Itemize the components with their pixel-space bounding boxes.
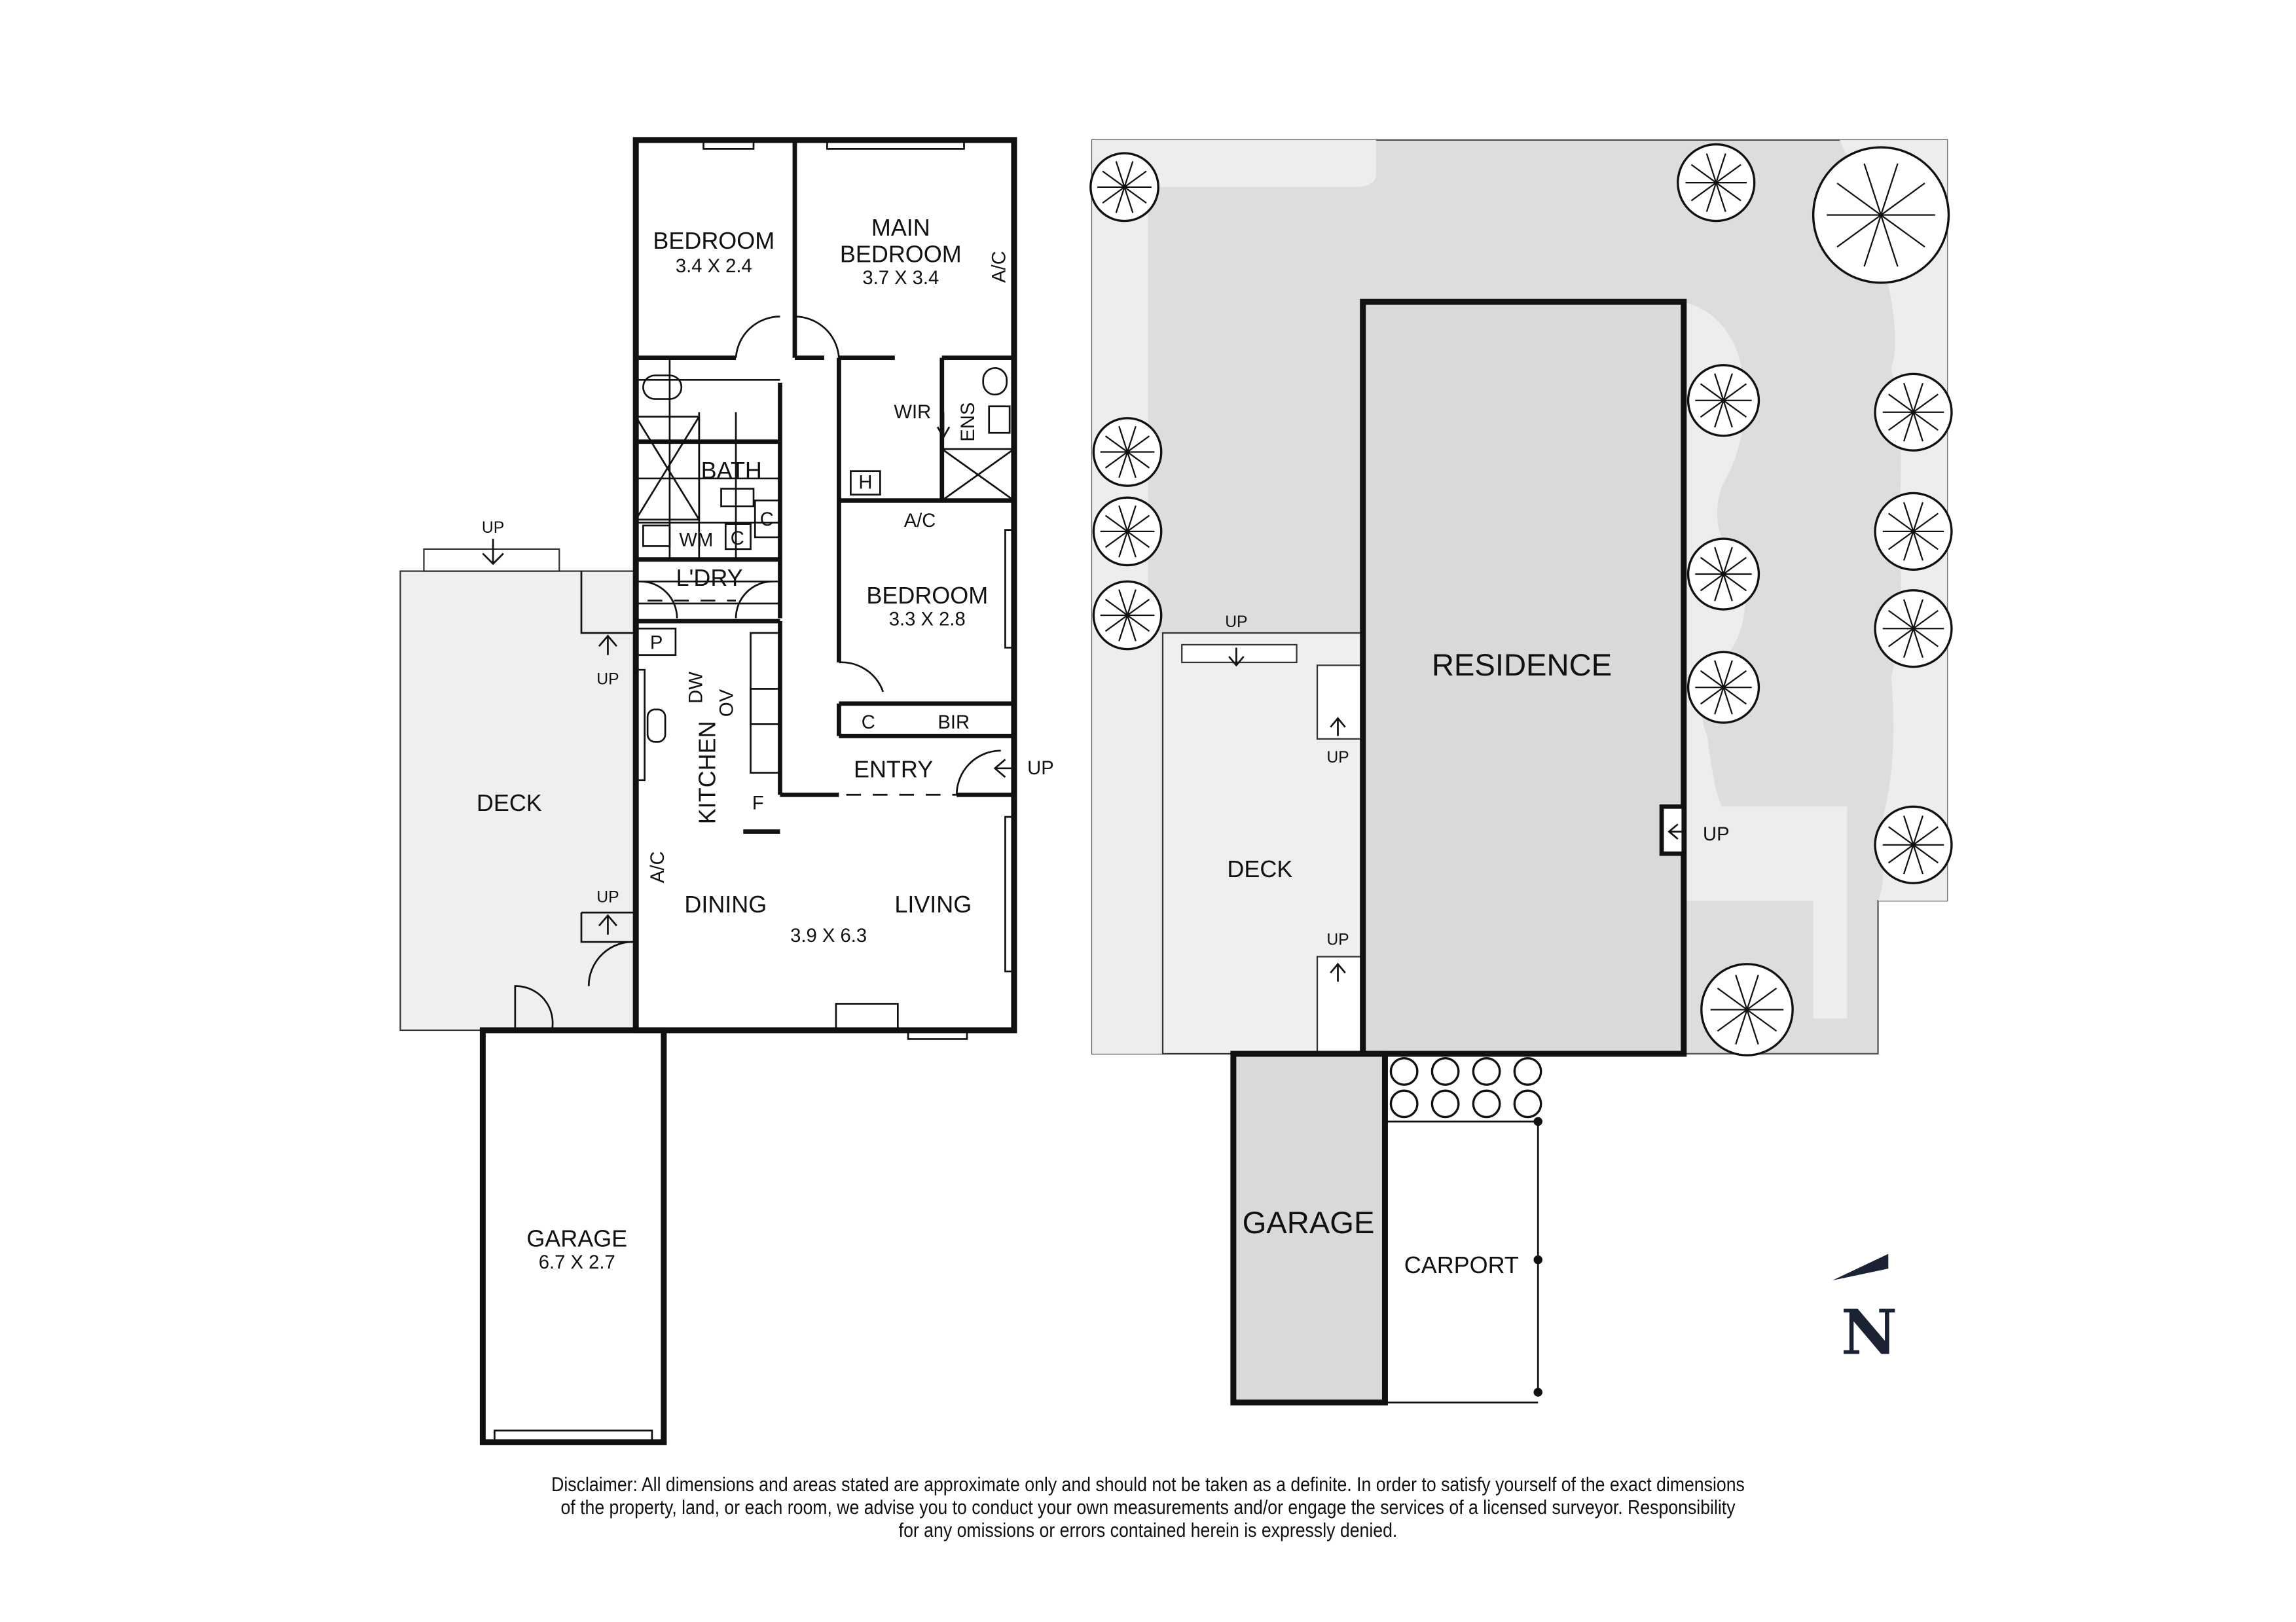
- shrub-icon: [1430, 1089, 1460, 1119]
- tree-icon: [1874, 492, 1953, 571]
- shrub-icon: [1472, 1056, 1501, 1086]
- tree-icon: [1812, 146, 1950, 284]
- bir-label: BIR: [938, 712, 970, 733]
- living-label: LIVING: [894, 891, 972, 918]
- tree-icon: [1874, 372, 1953, 452]
- site-garage: [1230, 1051, 1388, 1406]
- north-arrow-icon: [1832, 1253, 1889, 1281]
- tree-icon: [1092, 496, 1163, 567]
- tree-icon: [1677, 143, 1756, 223]
- disclaimer-line-2: of the property, land, or each room, we …: [560, 1496, 1736, 1519]
- shrub-icon: [1513, 1056, 1542, 1086]
- ens-label: ENS: [958, 403, 979, 442]
- tree-icon: [1092, 417, 1163, 487]
- tree-icon: [1686, 364, 1760, 437]
- bedroom-1-label: BEDROOM: [653, 227, 774, 254]
- shrub-icon: [1430, 1056, 1460, 1086]
- deck-up-label-low: UP: [596, 888, 619, 906]
- living-dims: 3.9 X 6.3: [790, 926, 867, 946]
- c-label-3: C: [862, 712, 875, 733]
- ac-label-2: A/C: [904, 511, 936, 532]
- shrub-icon: [1472, 1089, 1501, 1119]
- wir-label: WIR: [894, 402, 931, 423]
- site-up-2: UP: [1326, 749, 1349, 766]
- house-outline: [632, 137, 1017, 1034]
- main-bedroom-label-2: BEDROOM: [840, 240, 962, 267]
- site-up-1: UP: [1225, 613, 1247, 631]
- tree-icon: [1700, 963, 1794, 1056]
- disclaimer: Disclaimer: All dimensions and areas sta…: [160, 1473, 2135, 1541]
- site-plan: RESIDENCE DECK GARAGE CARPORT UP UP UP U…: [1089, 139, 1953, 1406]
- main-bedroom-dims: 3.7 X 3.4: [862, 268, 939, 289]
- tree-icon: [1874, 805, 1953, 884]
- shrub-icon: [1389, 1056, 1419, 1086]
- entry-up-label: UP: [1027, 758, 1054, 779]
- tree-icon: [1686, 651, 1760, 724]
- ac-label: A/C: [989, 251, 1010, 283]
- floor-plan: BEDROOM 3.4 X 2.4 MAIN BEDROOM 3.7 X 3.4…: [399, 137, 1054, 1445]
- shrub-icon: [1513, 1089, 1542, 1119]
- residence-label: RESIDENCE: [1432, 648, 1612, 683]
- north-compass: N: [1832, 1253, 1897, 1369]
- bedroom-1-dims: 3.4 X 2.4: [676, 256, 752, 277]
- kitchen-label: KITCHEN: [694, 721, 721, 824]
- deck-up-label-top: UP: [482, 519, 504, 537]
- site-deck-label: DECK: [1227, 856, 1292, 882]
- c-label-1: C: [760, 509, 774, 530]
- entry-label: ENTRY: [854, 755, 933, 782]
- tree-icon: [1686, 537, 1760, 611]
- f-label: F: [752, 793, 764, 814]
- north-label: N: [1841, 1297, 1897, 1369]
- tree-icon: [1089, 152, 1159, 223]
- p-label: P: [650, 633, 663, 654]
- site-up-3: UP: [1326, 931, 1349, 949]
- tree-icon: [1874, 589, 1953, 668]
- main-bedroom-label-1: MAIN: [871, 214, 930, 241]
- dining-label: DINING: [684, 891, 767, 918]
- deck-label: DECK: [477, 789, 542, 816]
- residence-building: [1360, 298, 1687, 1057]
- site-garage-label: GARAGE: [1243, 1206, 1375, 1240]
- c-label-2: C: [731, 528, 744, 549]
- disclaimer-line-3: for any omissions or errors contained he…: [898, 1519, 1398, 1541]
- garage-label: GARAGE: [526, 1225, 627, 1252]
- tree-icon: [1092, 580, 1163, 651]
- h-label: H: [858, 473, 872, 494]
- dw-label: DW: [685, 672, 706, 704]
- bedroom-3-label: BEDROOM: [866, 582, 988, 609]
- disclaimer-line-1: Disclaimer: All dimensions and areas sta…: [551, 1473, 1745, 1496]
- bedroom-3-dims: 3.3 X 2.8: [889, 609, 966, 630]
- ov-label: OV: [717, 689, 738, 717]
- deck-area: [399, 570, 637, 1032]
- wm-label: WM: [679, 530, 713, 550]
- deck-step-top: [423, 548, 560, 572]
- deck-up-label-mid: UP: [596, 671, 619, 689]
- shrub-icon: [1389, 1089, 1419, 1119]
- bath-label: BATH: [701, 457, 762, 484]
- carport-label: CARPORT: [1404, 1252, 1519, 1278]
- ac-label-3: A/C: [647, 851, 668, 883]
- site-up-4: UP: [1703, 824, 1730, 845]
- laundry-label: L'DRY: [676, 564, 743, 591]
- garage-dims: 6.7 X 2.7: [539, 1252, 615, 1273]
